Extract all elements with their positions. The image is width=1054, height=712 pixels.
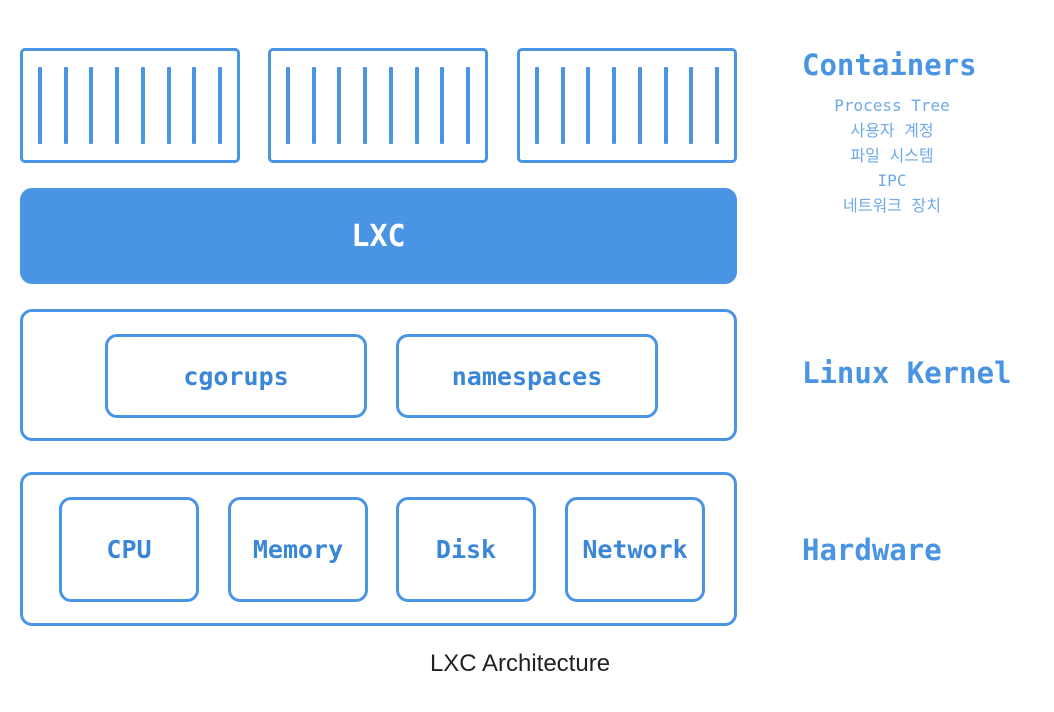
hardware-item-label: Disk [435, 535, 497, 564]
container-bar [440, 67, 445, 144]
container-bar [535, 67, 539, 144]
container-bar [465, 67, 470, 144]
lxc-layer: LXC [20, 188, 737, 284]
hardware-item-memory: Memory [228, 497, 368, 602]
kernel-item-label: namespaces [451, 361, 603, 391]
hardware-item-cpu: CPU [59, 497, 199, 602]
hardware-panel: CPU Memory Disk Network [20, 472, 737, 626]
container-bar [115, 67, 120, 144]
kernel-item-cgroups: cgorups [105, 334, 367, 418]
container-bar [63, 67, 68, 144]
container-bars [38, 67, 222, 144]
containers-detail-item: 사용자 계정 [850, 121, 934, 140]
container-bar [414, 67, 419, 144]
container-box-1 [20, 48, 240, 163]
containers-detail-item: 네트워크 장치 [843, 196, 941, 215]
figure-caption: LXC Architecture [429, 650, 611, 677]
hardware-item-label: Network [582, 535, 688, 564]
container-bar [192, 67, 197, 144]
containers-detail-item: Process Tree [834, 96, 950, 115]
linux-kernel-panel: cgorups namespaces [20, 309, 737, 441]
container-bar [560, 67, 565, 144]
hardware-item-label: CPU [106, 535, 152, 564]
container-bar [363, 67, 368, 144]
hardware-item-network: Network [565, 497, 705, 602]
container-bar [586, 67, 591, 144]
container-bar [663, 67, 668, 144]
linux-kernel-title: Linux Kernel [802, 356, 1012, 390]
containers-details-list: Process Tree 사용자 계정 파일 시스템 IPC 네트워크 장치 [802, 93, 982, 218]
container-bar [140, 67, 145, 144]
container-bars [535, 67, 719, 144]
container-bar [38, 67, 42, 144]
containers-detail-item: IPC [877, 171, 907, 190]
container-bar [217, 67, 222, 144]
container-bar [714, 67, 719, 144]
container-bar [166, 67, 171, 144]
container-bar [388, 67, 393, 144]
container-bar [637, 67, 642, 144]
container-bar [689, 67, 694, 144]
hardware-item-disk: Disk [396, 497, 536, 602]
containers-title: Containers [802, 48, 977, 82]
hardware-title: Hardware [802, 533, 942, 567]
container-bar [311, 67, 316, 144]
container-bars [286, 67, 470, 144]
kernel-item-label: cgorups [183, 361, 289, 391]
container-box-2 [268, 48, 488, 163]
kernel-item-namespaces: namespaces [396, 334, 658, 418]
lxc-label: LXC [351, 218, 406, 254]
container-bar [286, 67, 290, 144]
hardware-item-label: Memory [252, 535, 344, 564]
container-bar [337, 67, 342, 144]
container-bar [612, 67, 617, 144]
containers-detail-item: 파일 시스템 [850, 146, 934, 165]
container-box-3 [517, 48, 737, 163]
container-bar [89, 67, 94, 144]
